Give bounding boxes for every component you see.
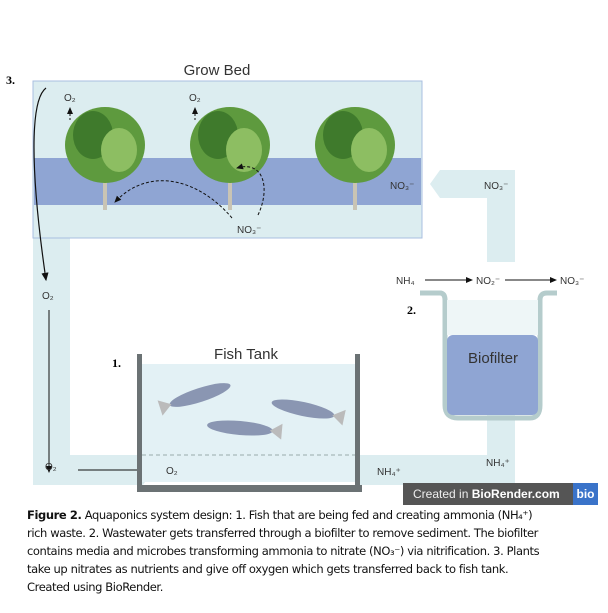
nh4-plus-label: NH₄⁺ — [377, 467, 401, 478]
caption-text: Aquaponics system design: 1. Fish that a… — [27, 508, 540, 594]
biorender-logo: bio — [573, 483, 598, 505]
o2-label: O₂ — [45, 462, 57, 473]
fish-icon — [207, 420, 283, 440]
no3-label: NO₃⁻ — [560, 276, 584, 287]
biofilter — [420, 290, 557, 421]
fish-icon — [157, 383, 231, 416]
nh4-plus-label: NH₄⁺ — [486, 458, 510, 469]
step-2-label: 2. — [407, 303, 416, 317]
fish-tank — [137, 354, 362, 492]
figure-caption: Figure 2. Aquaponics system design: 1. F… — [27, 506, 547, 596]
o2-label: O₂ — [166, 466, 178, 477]
nh4-label: NH₄ — [396, 276, 415, 287]
fish-tank-title: Fish Tank — [214, 346, 278, 363]
biofilter-title: Biofilter — [468, 350, 518, 367]
nitrate-uptake-arrow — [114, 180, 233, 219]
step-3-label: 3. — [6, 73, 15, 87]
lettuce-icon — [65, 107, 145, 210]
o2-label: O₂ — [42, 291, 54, 302]
o2-label: O₂ — [64, 93, 76, 104]
fish-icon — [271, 399, 346, 426]
caption-label: Figure 2. — [27, 508, 82, 522]
no3-label: NO₃⁻ — [390, 181, 414, 192]
biorender-watermark: Created in BioRender.com bio — [403, 483, 598, 505]
nitrate-uptake-arrow — [236, 163, 265, 216]
o2-label: O₂ — [189, 93, 201, 104]
watermark-prefix: Created in — [413, 487, 472, 501]
no3-label: NO₃⁻ — [484, 181, 508, 192]
pipes — [33, 170, 515, 485]
grow-bed-title: Grow Bed — [184, 62, 251, 79]
step-1-label: 1. — [112, 356, 121, 370]
no2-label: NO₂⁻ — [476, 276, 500, 287]
lettuce-icon — [315, 107, 395, 210]
watermark-brand: BioRender.com — [471, 487, 560, 501]
plants — [65, 107, 395, 210]
no3-label: NO₃⁻ — [237, 225, 261, 236]
lettuce-icon — [190, 107, 270, 210]
oxygen-flow-arrow — [33, 87, 49, 282]
